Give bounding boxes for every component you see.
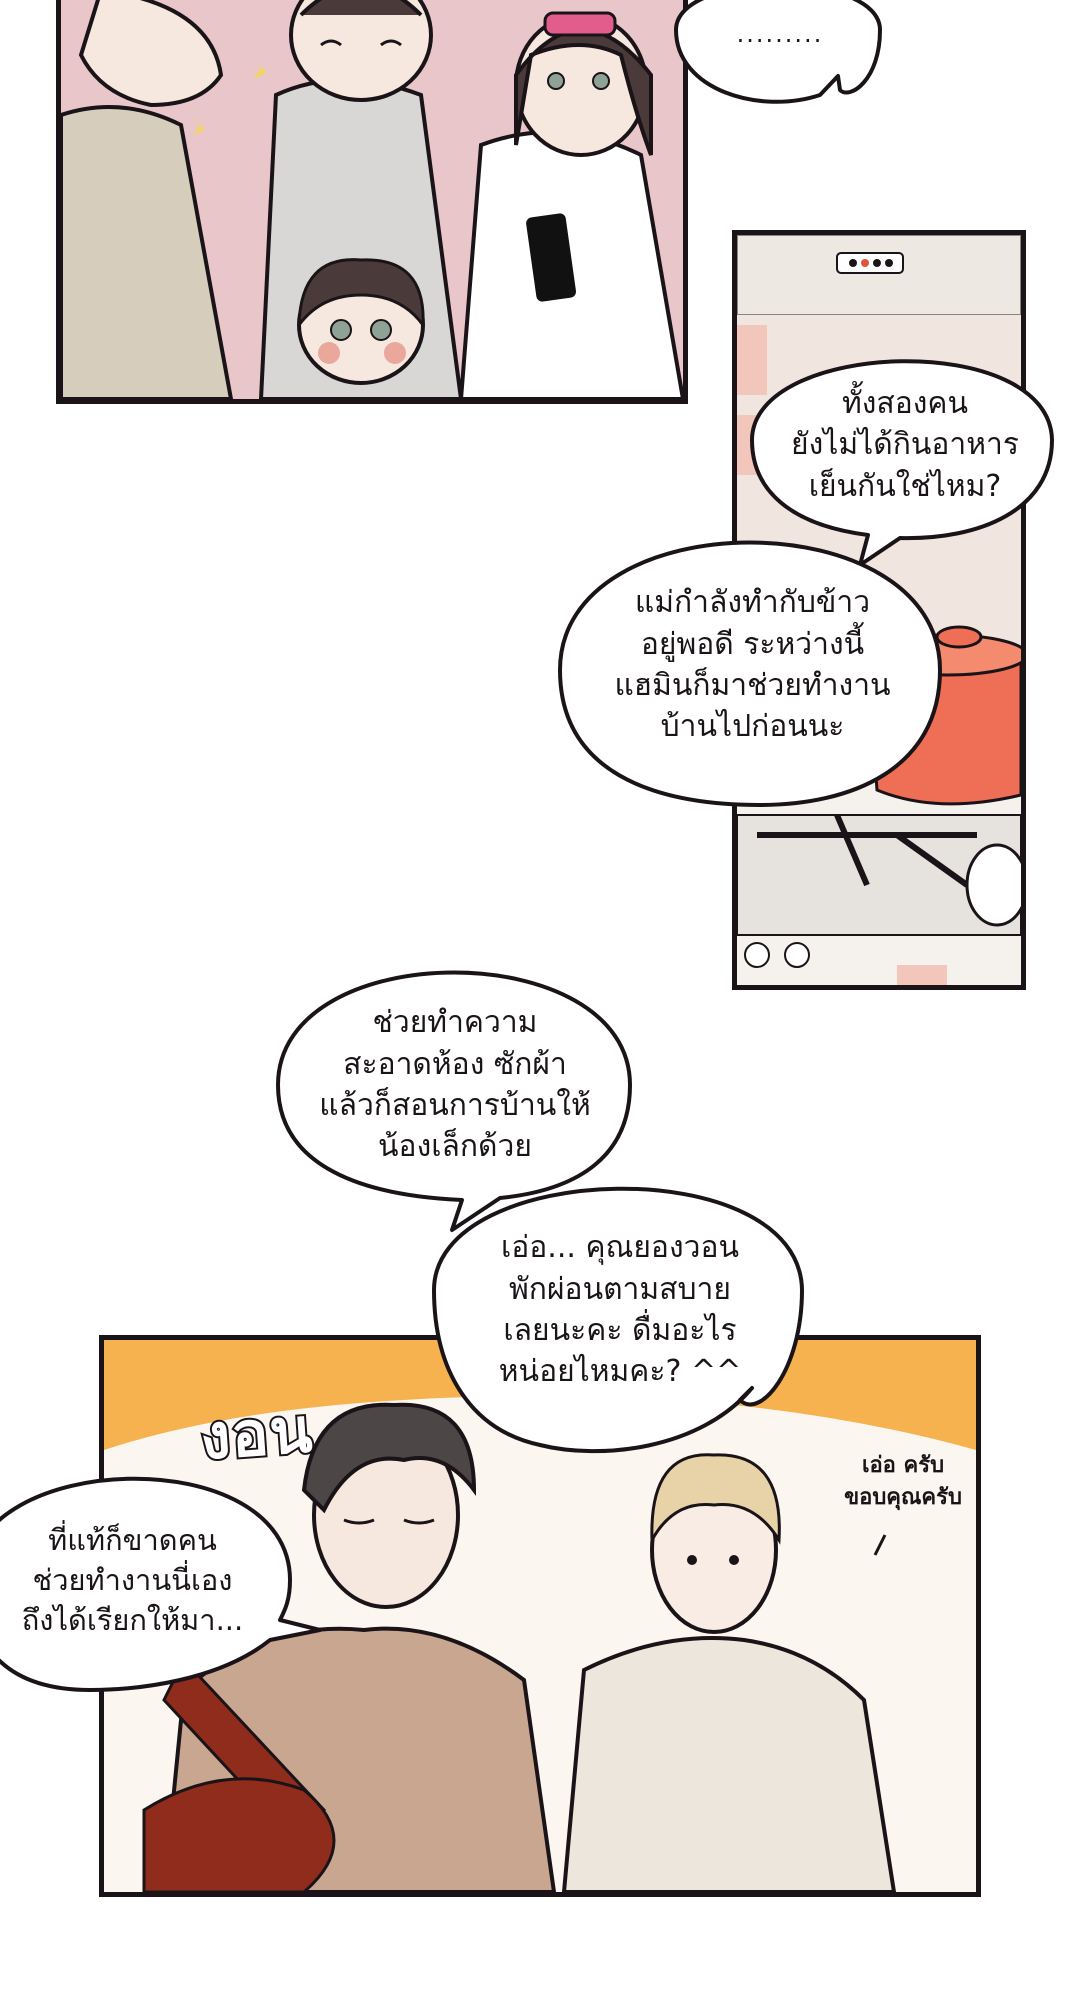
bubble-mom-cooking: แม่กำลังทำกับข้าว อยู่พอดี ระหว่างนี้ แฮ… xyxy=(614,585,891,745)
panel-family xyxy=(56,0,688,404)
family-illustration xyxy=(61,0,683,399)
bubble-help-clean: ช่วยทำความ สะอาดห้อง ซักผ้า แล้วก็สอนการ… xyxy=(319,1005,591,1165)
sfx-sulk-label: งอน xyxy=(196,1391,318,1476)
panel-two-men xyxy=(99,1335,981,1897)
small-note-thanks: เอ่อ ครับ ขอบคุณครับ xyxy=(844,1453,962,1510)
bubble-uh-rest: เอ่อ... คุณยองวอน พักผ่อนตามสบาย เลยนะคะ… xyxy=(498,1230,742,1390)
bubble-ellipsis: ......... xyxy=(736,20,824,49)
bubble-both-not-eaten: ทั้งสองคน ยังไม่ได้กินอาหาร เย็นกันใช่ไห… xyxy=(791,385,1019,504)
bubble-short-of-help: ที่แท้ก็ขาดคน ช่วยทำงานนี่เอง ถึงได้เรีย… xyxy=(21,1522,244,1637)
two-men-illustration xyxy=(104,1340,976,1892)
